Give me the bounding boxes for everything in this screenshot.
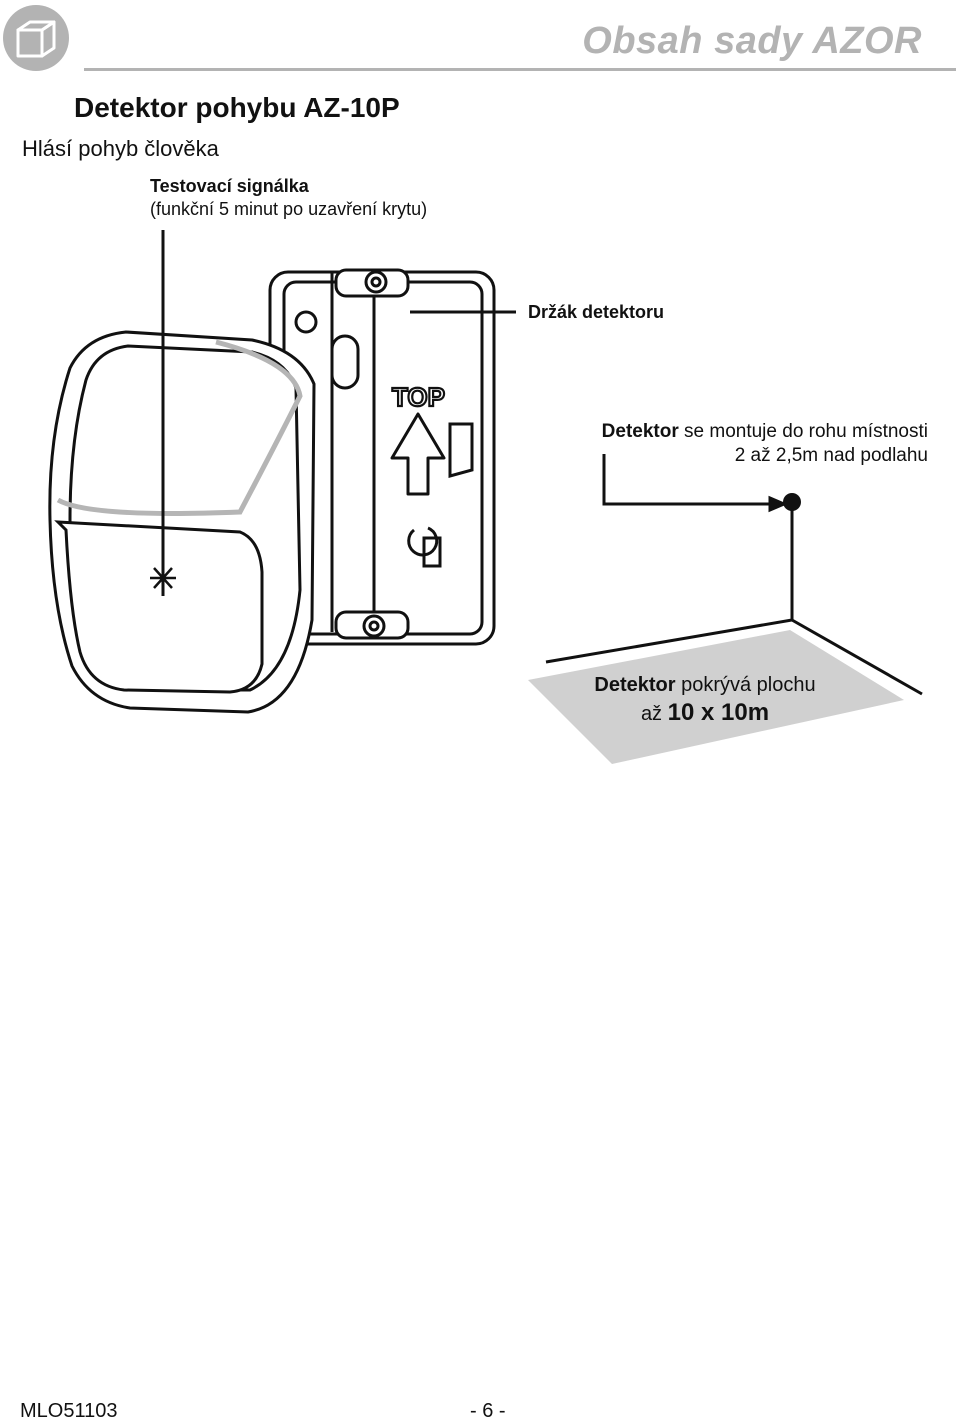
top-marking: TOP bbox=[392, 382, 445, 412]
product-subtitle: Hlásí pohyb člověka bbox=[22, 136, 219, 161]
mounting-bold: Detektor bbox=[601, 421, 679, 442]
callout-lines bbox=[161, 230, 788, 596]
detector-body bbox=[48, 330, 316, 714]
coverage-area: 10 x 10m bbox=[667, 699, 770, 726]
mounting-instructions: Detektor se montuje do rohu místnosti 2 … bbox=[540, 420, 928, 468]
header-rule bbox=[84, 68, 956, 71]
box-icon bbox=[3, 5, 69, 71]
coverage-bold: Detektor bbox=[594, 674, 676, 696]
coverage-text: pokrývá plochu bbox=[675, 674, 816, 696]
section-title: Obsah sady AZOR bbox=[582, 20, 922, 62]
coverage-note: Detektor pokrývá plochu až 10 x 10m bbox=[560, 672, 850, 728]
signal-lamp-title: Testovací signálka bbox=[150, 176, 309, 196]
mounting-text: se montuje do rohu místnosti bbox=[678, 421, 928, 442]
detector-illustration: TOP bbox=[48, 230, 923, 764]
product-title: Detektor pohybu AZ-10P bbox=[74, 92, 400, 123]
signal-lamp-note: (funkční 5 minut po uzavření krytu) bbox=[150, 199, 428, 219]
document-code: MLO51103 bbox=[20, 1400, 118, 1422]
page-number: - 6 - bbox=[470, 1400, 506, 1422]
coverage-prefix: až bbox=[640, 703, 668, 725]
room-corner bbox=[528, 493, 923, 764]
mount-point-marker bbox=[783, 493, 801, 511]
holder-label: Držák detektoru bbox=[528, 302, 665, 322]
up-arrow-icon bbox=[390, 412, 446, 496]
mounting-height: 2 až 2,5m nad podlahu bbox=[734, 445, 928, 466]
